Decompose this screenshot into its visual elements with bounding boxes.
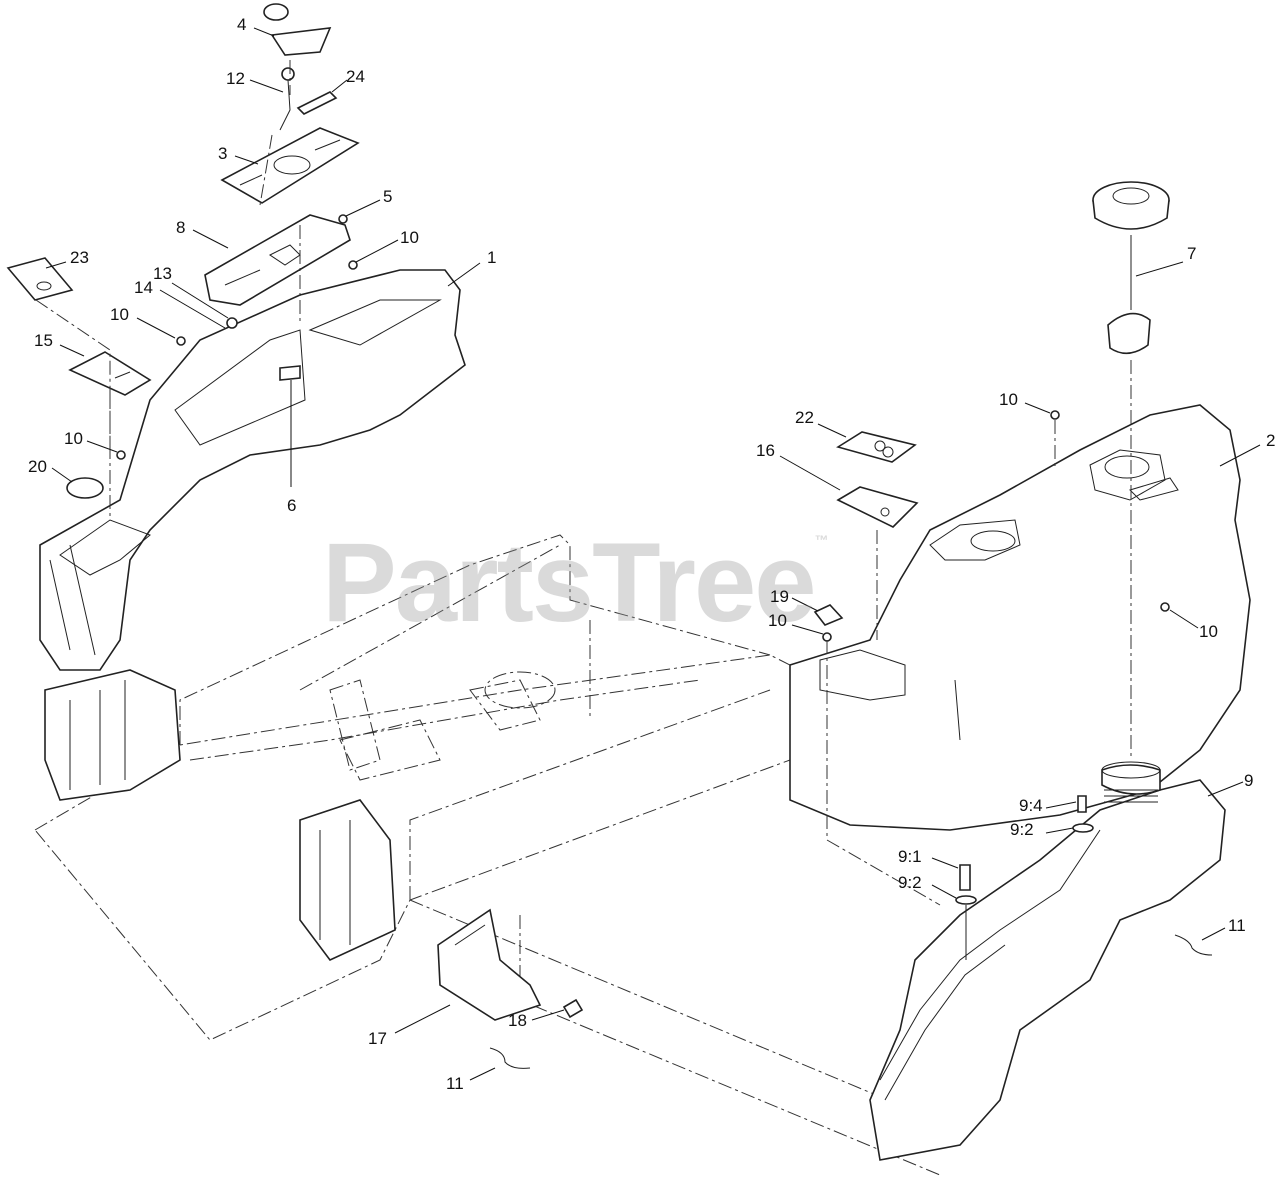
- part-11-clip-right: [1174, 934, 1213, 956]
- callout-10-center: 10: [768, 611, 787, 630]
- part-11-clip-left: [489, 1047, 531, 1069]
- screws: [116, 214, 1170, 642]
- callout-10-right: 10: [1199, 622, 1218, 641]
- callout-12: 12: [226, 69, 245, 88]
- part-9-fuel-tank: [869, 761, 1226, 1161]
- part-22-decal: [836, 431, 917, 463]
- part-12-lever: [279, 67, 295, 131]
- callout-17: 17: [368, 1029, 387, 1048]
- callout-5: 5: [383, 187, 393, 206]
- callout-9: 9: [1244, 771, 1254, 790]
- callout-9-2-bottom: 9:2: [898, 873, 922, 892]
- callout-6: 6: [287, 496, 297, 515]
- part-6-clip: [279, 365, 301, 381]
- leader-lines: [45, 27, 1261, 1081]
- callout-10-left: 10: [110, 305, 129, 324]
- part-18-bolt: [562, 998, 584, 1019]
- callout-23: 23: [70, 248, 89, 267]
- callout-4: 4: [237, 15, 247, 34]
- callout-13: 13: [153, 264, 172, 283]
- callout-19: 19: [770, 587, 789, 606]
- part-3-decal: [220, 127, 360, 204]
- callout-11-left: 11: [446, 1074, 464, 1093]
- watermark-trademark: ™: [814, 532, 829, 548]
- part-19-pad: [813, 604, 844, 626]
- part-2-right-console: [789, 404, 1251, 831]
- callout-10-right-top: 10: [999, 390, 1018, 409]
- callout-11-right: 11: [1228, 916, 1246, 935]
- callout-16: 16: [756, 441, 775, 460]
- part-17-bracket: [437, 908, 542, 1021]
- part-23-decal: [6, 257, 74, 301]
- callout-9-4: 9:4: [1019, 796, 1043, 815]
- watermark-text: PartsTree: [322, 520, 817, 645]
- callout-10-top: 10: [400, 228, 419, 247]
- callout-14: 14: [134, 278, 153, 297]
- callout-3: 3: [218, 144, 228, 163]
- part-9-fittings: [955, 795, 1094, 960]
- part-16-plate: [836, 486, 919, 528]
- part-20-plug: [66, 477, 104, 499]
- callout-15: 15: [34, 331, 53, 350]
- callout-22: 22: [795, 408, 814, 427]
- callout-7: 7: [1187, 244, 1197, 263]
- callout-2: 2: [1266, 431, 1276, 450]
- callout-18: 18: [508, 1011, 527, 1030]
- part-24-grip: [296, 91, 338, 115]
- callout-1: 1: [487, 248, 497, 267]
- part-7-fuel-cap: [1092, 181, 1170, 355]
- assembly-lines: [35, 60, 1132, 906]
- callout-20: 20: [28, 457, 47, 476]
- callout-10-mid: 10: [64, 429, 83, 448]
- part-4-knob: [263, 3, 332, 56]
- watermark: PartsTree™: [322, 518, 829, 647]
- callout-9-2-top: 9:2: [1010, 820, 1034, 839]
- callout-24: 24: [346, 67, 365, 86]
- callout-9-1: 9:1: [898, 847, 922, 866]
- part-1-left-console: [39, 269, 466, 671]
- callout-8: 8: [176, 218, 186, 237]
- left-frame-bracket: [44, 669, 396, 961]
